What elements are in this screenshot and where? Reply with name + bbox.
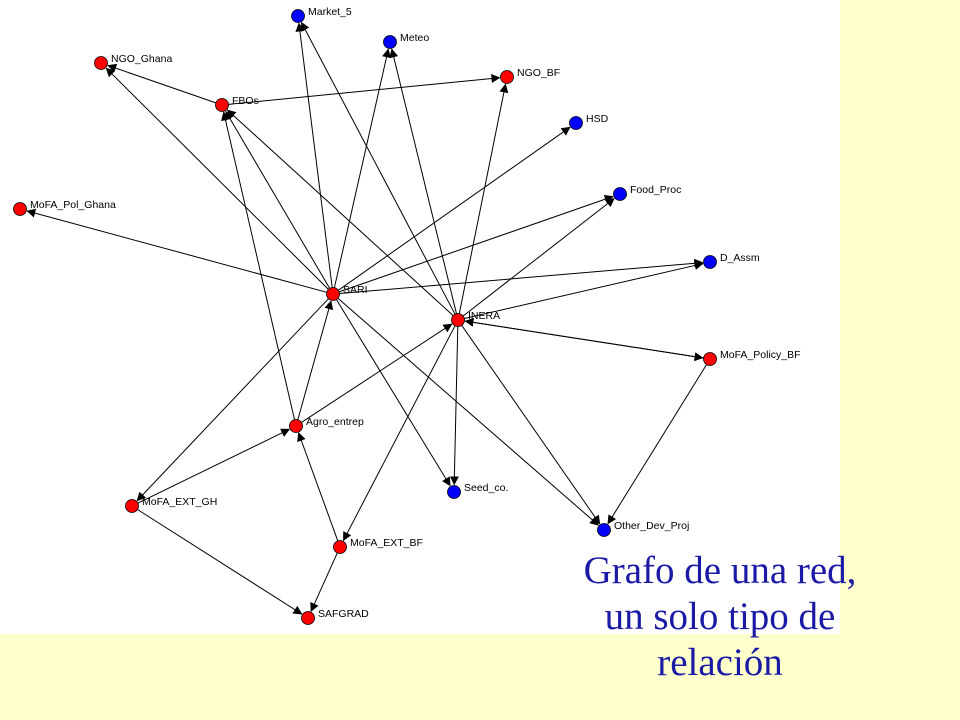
node-label-MoFA_EXT_GH: MoFA_EXT_GH [142, 496, 217, 508]
edge-INERA-to-D_Assm [464, 261, 704, 319]
node-dot-NGO_Ghana [94, 56, 108, 70]
node-dot-Seed_co [447, 485, 461, 499]
node-dot-Agro_entrep [289, 419, 303, 433]
edge-Agro_entrep-to-FBOs [221, 111, 295, 420]
edge-MoFA_EXT_GH-to-SAFGRAD [137, 509, 303, 615]
node-FBOs: FBOs [215, 95, 259, 112]
edge-SARI-to-Other_Dev_Proj [337, 297, 599, 526]
edge-SARI-to-MoFA_Pol_Ghana [26, 208, 327, 293]
node-D_Assm: D_Assm [703, 252, 760, 269]
node-dot-MoFA_Policy_BF [703, 352, 717, 366]
node-dot-Market_5 [291, 9, 305, 23]
edge-FBOs-to-NGO_BF [228, 74, 501, 105]
node-HSD: HSD [569, 113, 609, 130]
node-dot-Other_Dev_Proj [597, 523, 611, 537]
edge-SARI-to-NGO_Ghana [105, 67, 329, 290]
node-dot-HSD [569, 116, 583, 130]
node-label-Agro_entrep: Agro_entrep [306, 416, 364, 428]
caption-line-1: Grafo de una red, [583, 549, 857, 592]
node-NGO_Ghana: NGO_Ghana [94, 53, 172, 70]
node-dot-MoFA_EXT_GH [125, 499, 139, 513]
edge-INERA-to-MoFA_EXT_BF [343, 325, 456, 542]
node-Market_5: Market_5 [291, 6, 352, 23]
edge-MoFA_EXT_BF-to-Agro_entrep [297, 432, 339, 542]
node-label-Food_Proc: Food_Proc [630, 184, 681, 196]
node-label-MoFA_Policy_BF: MoFA_Policy_BF [720, 349, 801, 361]
edge-MoFA_EXT_GH-to-Agro_entrep [137, 428, 291, 504]
node-label-SAFGRAD: SAFGRAD [318, 608, 369, 620]
edge-SARI-to-Food_Proc [338, 194, 614, 293]
slide-caption: Grafo de una red, un solo tipo de relaci… [540, 548, 900, 686]
edge-INERA-to-Other_Dev_Proj [461, 325, 601, 525]
edge-SARI-to-Meteo [333, 48, 391, 288]
node-dot-INERA [451, 313, 465, 327]
node-label-D_Assm: D_Assm [720, 252, 760, 264]
edge-INERA-to-Meteo [389, 48, 457, 314]
node-SAFGRAD: SAFGRAD [301, 608, 369, 625]
edge-INERA-to-NGO_BF [458, 83, 509, 314]
node-dot-SAFGRAD [301, 611, 315, 625]
edges-layer [26, 21, 708, 615]
node-Agro_entrep: Agro_entrep [289, 416, 364, 433]
node-SARI: SARI [326, 284, 368, 301]
edge-FBOs-to-NGO_Ghana [107, 63, 217, 104]
edge-SARI-to-Seed_co [335, 299, 451, 487]
node-Other_Dev_Proj: Other_Dev_Proj [597, 520, 689, 537]
edge-INERA-to-Food_Proc [462, 198, 615, 317]
node-label-NGO_BF: NGO_BF [517, 67, 560, 79]
edge-MoFA_Policy_BF-to-Other_Dev_Proj [607, 364, 708, 525]
edge-Agro_entrep-to-INERA [301, 323, 453, 423]
node-label-SARI: SARI [343, 284, 368, 296]
edge-INERA-to-Seed_co [449, 326, 459, 486]
node-label-FBOs: FBOs [232, 95, 259, 107]
node-dot-NGO_BF [500, 70, 514, 84]
node-Meteo: Meteo [383, 32, 429, 49]
edge-INERA-to-Market_5 [301, 21, 456, 315]
edge-MoFA_EXT_BF-to-SAFGRAD [310, 552, 338, 613]
edge-MoFA_Policy_BF-to-INERA [464, 317, 704, 359]
node-dot-SARI [326, 287, 340, 301]
node-MoFA_EXT_BF: MoFA_EXT_BF [333, 537, 423, 554]
edge-SARI-to-Market_5 [295, 22, 333, 288]
edge-SARI-to-MoFA_EXT_GH [136, 298, 329, 502]
node-label-Meteo: Meteo [400, 32, 429, 44]
edge-Agro_entrep-to-SARI [297, 300, 334, 420]
node-dot-Meteo [383, 35, 397, 49]
node-dot-MoFA_Pol_Ghana [13, 202, 27, 216]
edge-INERA-to-FBOs [226, 109, 454, 316]
node-dot-D_Assm [703, 255, 717, 269]
node-label-INERA: INERA [468, 310, 500, 322]
edge-SARI-to-FBOs [225, 110, 331, 289]
node-label-MoFA_Pol_Ghana: MoFA_Pol_Ghana [30, 199, 116, 211]
node-MoFA_Pol_Ghana: MoFA_Pol_Ghana [13, 199, 116, 216]
node-label-Seed_co: Seed_co. [464, 482, 508, 494]
caption-line-3: relación [657, 641, 783, 684]
node-label-Other_Dev_Proj: Other_Dev_Proj [614, 520, 689, 532]
node-label-NGO_Ghana: NGO_Ghana [111, 53, 172, 65]
node-MoFA_Policy_BF: MoFA_Policy_BF [703, 349, 801, 366]
node-dot-FBOs [215, 98, 229, 112]
node-Food_Proc: Food_Proc [613, 184, 681, 201]
node-label-HSD: HSD [586, 113, 609, 125]
node-Seed_co: Seed_co. [447, 482, 508, 499]
node-INERA: INERA [451, 310, 500, 327]
node-dot-MoFA_EXT_BF [333, 540, 347, 554]
node-MoFA_EXT_GH: MoFA_EXT_GH [125, 496, 217, 513]
node-label-Market_5: Market_5 [308, 6, 352, 18]
node-label-MoFA_EXT_BF: MoFA_EXT_BF [350, 537, 423, 549]
edge-SARI-to-HSD [338, 126, 571, 291]
caption-line-2: un solo tipo de [604, 595, 836, 638]
node-dot-Food_Proc [613, 187, 627, 201]
edge-SARI-to-D_Assm [339, 258, 704, 294]
node-NGO_BF: NGO_BF [500, 67, 560, 84]
